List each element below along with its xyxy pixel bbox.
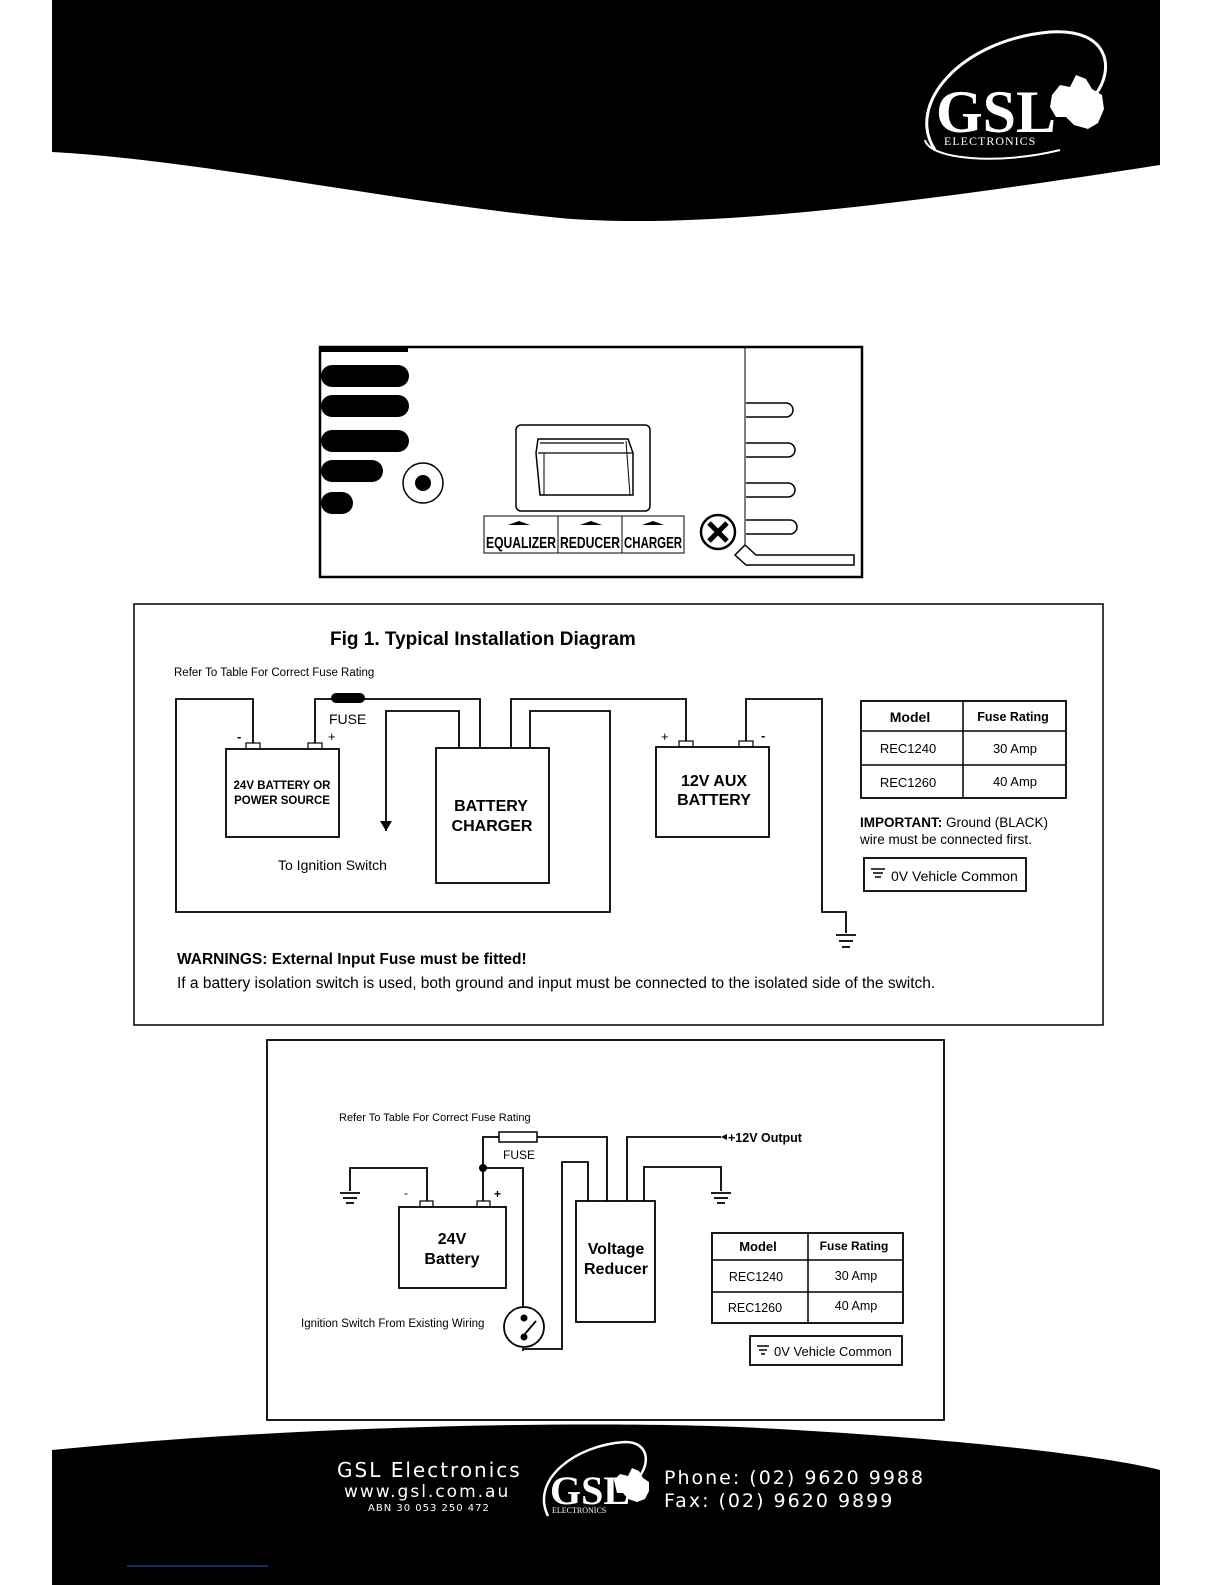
fig1-wiring — [175, 698, 847, 933]
logo-text: GSL — [936, 79, 1056, 145]
device-panel: EQUALIZER REDUCER CHARGER — [318, 345, 864, 579]
charger-label-1: BATTERY — [454, 798, 528, 815]
svg-text:40 Amp: 40 Amp — [993, 774, 1037, 789]
fig2-diagram: Refer To Table For Correct Fuse Rating F… — [266, 1039, 945, 1421]
fig1-warnings: WARNINGS: External Input Fuse must be fi… — [177, 951, 527, 968]
header-banner: GSL ELECTRONICS — [52, 0, 1160, 222]
svg-text:0V Vehicle Common: 0V Vehicle Common — [774, 1344, 892, 1359]
fig1-fuse-note: Refer To Table For Correct Fuse Rating — [174, 667, 374, 679]
fig2-ground-legend: 0V Vehicle Common — [749, 1335, 903, 1366]
fig2-output-label: +12V Output — [728, 1131, 803, 1145]
reducer-label-1: Voltage — [588, 1241, 645, 1258]
fig1-ground-icon — [836, 934, 856, 948]
charger-label-2: CHARGER — [452, 818, 533, 835]
fig2-fuse — [498, 1131, 538, 1143]
screw-icon — [699, 513, 737, 551]
svg-text:+: + — [328, 729, 336, 744]
svg-text:Model: Model — [739, 1239, 777, 1254]
svg-text:+: + — [661, 729, 669, 744]
svg-text:REC1260: REC1260 — [728, 1301, 782, 1315]
fig2-ground-icon-left — [340, 1192, 360, 1204]
footer-company: GSL Electronics — [337, 1458, 522, 1482]
fig1-important: IMPORTANT: Ground (BLACK) — [860, 815, 1048, 830]
footer-australia-icon — [614, 1468, 649, 1502]
reducer-label-2: Reducer — [584, 1261, 648, 1278]
output-arrow-icon — [721, 1134, 727, 1140]
footer-website[interactable]: www.gsl.com.au — [344, 1482, 511, 1502]
footer-phone: Phone: (02) 9620 9988 — [664, 1467, 926, 1489]
fig1-aux-battery: + - 12V AUX BATTERY — [655, 728, 770, 838]
heatsink-fins — [321, 348, 409, 514]
aux-label-2: BATTERY — [677, 792, 751, 809]
svg-text:ELECTRONICS: ELECTRONICS — [552, 1506, 606, 1515]
svg-text:-: - — [237, 729, 241, 744]
ignition-arrow-icon — [380, 821, 392, 831]
battery-24v-label-1: 24V BATTERY OR — [234, 780, 332, 792]
fig1-isolation-note: If a battery isolation switch is used, b… — [177, 975, 935, 992]
footer-fax: Fax: (02) 9620 9899 — [664, 1490, 895, 1512]
label-reducer: REDUCER — [560, 535, 620, 552]
svg-text:Model: Model — [890, 709, 930, 725]
battery-label-1: 24V — [438, 1231, 467, 1248]
svg-text:30 Amp: 30 Amp — [835, 1269, 877, 1283]
svg-text:REC1260: REC1260 — [880, 775, 936, 790]
ignition-switch-icon — [503, 1306, 545, 1348]
fig2-ground-icon-right — [711, 1192, 731, 1204]
fig1-fuse — [331, 693, 365, 703]
fig2-fuse-table: Model Fuse Rating REC1240 30 Amp REC1260… — [711, 1232, 904, 1324]
fig2-wiring — [349, 1136, 722, 1351]
label-charger: CHARGER — [624, 535, 682, 552]
fig2-fuse-note: Refer To Table For Correct Fuse Rating — [339, 1112, 531, 1124]
fig2-battery-24v: - + 24V Battery — [398, 1186, 507, 1289]
svg-text:+: + — [494, 1187, 501, 1201]
fig1-fuse-label: FUSE — [329, 711, 366, 727]
fig1-diagram: Fig 1. Typical Installation Diagram Refe… — [133, 603, 1104, 1026]
svg-text:30 Amp: 30 Amp — [993, 741, 1037, 756]
fig2-fuse-label: FUSE — [503, 1148, 535, 1162]
svg-text:REC1240: REC1240 — [729, 1270, 783, 1284]
fig1-title: Fig 1. Typical Installation Diagram — [330, 629, 636, 650]
fig1-battery-24v: - + 24V BATTERY OR POWER SOURCE — [225, 729, 340, 838]
fig1-battery-charger: BATTERY CHARGER — [435, 747, 550, 884]
switch-label-row: EQUALIZER REDUCER CHARGER — [483, 515, 685, 554]
footer-banner: GSL ELECTRONICS — [52, 1424, 1160, 1585]
fig2-ignition-label: Ignition Switch From Existing Wiring — [301, 1318, 484, 1330]
svg-text:40 Amp: 40 Amp — [835, 1299, 877, 1313]
label-equalizer: EQUALIZER — [486, 535, 556, 552]
fig1-fuse-table: Model Fuse Rating REC1240 30 Amp REC1260… — [860, 700, 1067, 799]
svg-text:0V Vehicle Common: 0V Vehicle Common — [891, 868, 1018, 884]
svg-text:-: - — [761, 728, 765, 743]
australia-icon — [1050, 75, 1104, 129]
battery-24v-label-2: POWER SOURCE — [234, 795, 330, 807]
gsl-logo: GSL ELECTRONICS — [924, 30, 1108, 160]
footer-logo: GSL ELECTRONICS — [542, 1440, 649, 1517]
terminal-tabs — [746, 402, 798, 535]
svg-text:Fuse Rating: Fuse Rating — [977, 710, 1049, 724]
fig1-ignition-label: To Ignition Switch — [278, 857, 387, 873]
fig1-ground-legend: 0V Vehicle Common — [863, 857, 1027, 892]
svg-text:Fuse Rating: Fuse Rating — [820, 1239, 889, 1253]
svg-text:REC1240: REC1240 — [880, 741, 936, 756]
battery-label-2: Battery — [424, 1251, 479, 1268]
logo-subtext: ELECTRONICS — [944, 134, 1036, 148]
aux-label-1: 12V AUX — [681, 773, 747, 790]
fig1-important-2: wire must be connected first. — [859, 832, 1032, 847]
fig2-voltage-reducer: Voltage Reducer — [575, 1200, 656, 1323]
footer-abn: ABN 30 053 250 472 — [368, 1503, 490, 1514]
svg-text:-: - — [404, 1186, 408, 1200]
